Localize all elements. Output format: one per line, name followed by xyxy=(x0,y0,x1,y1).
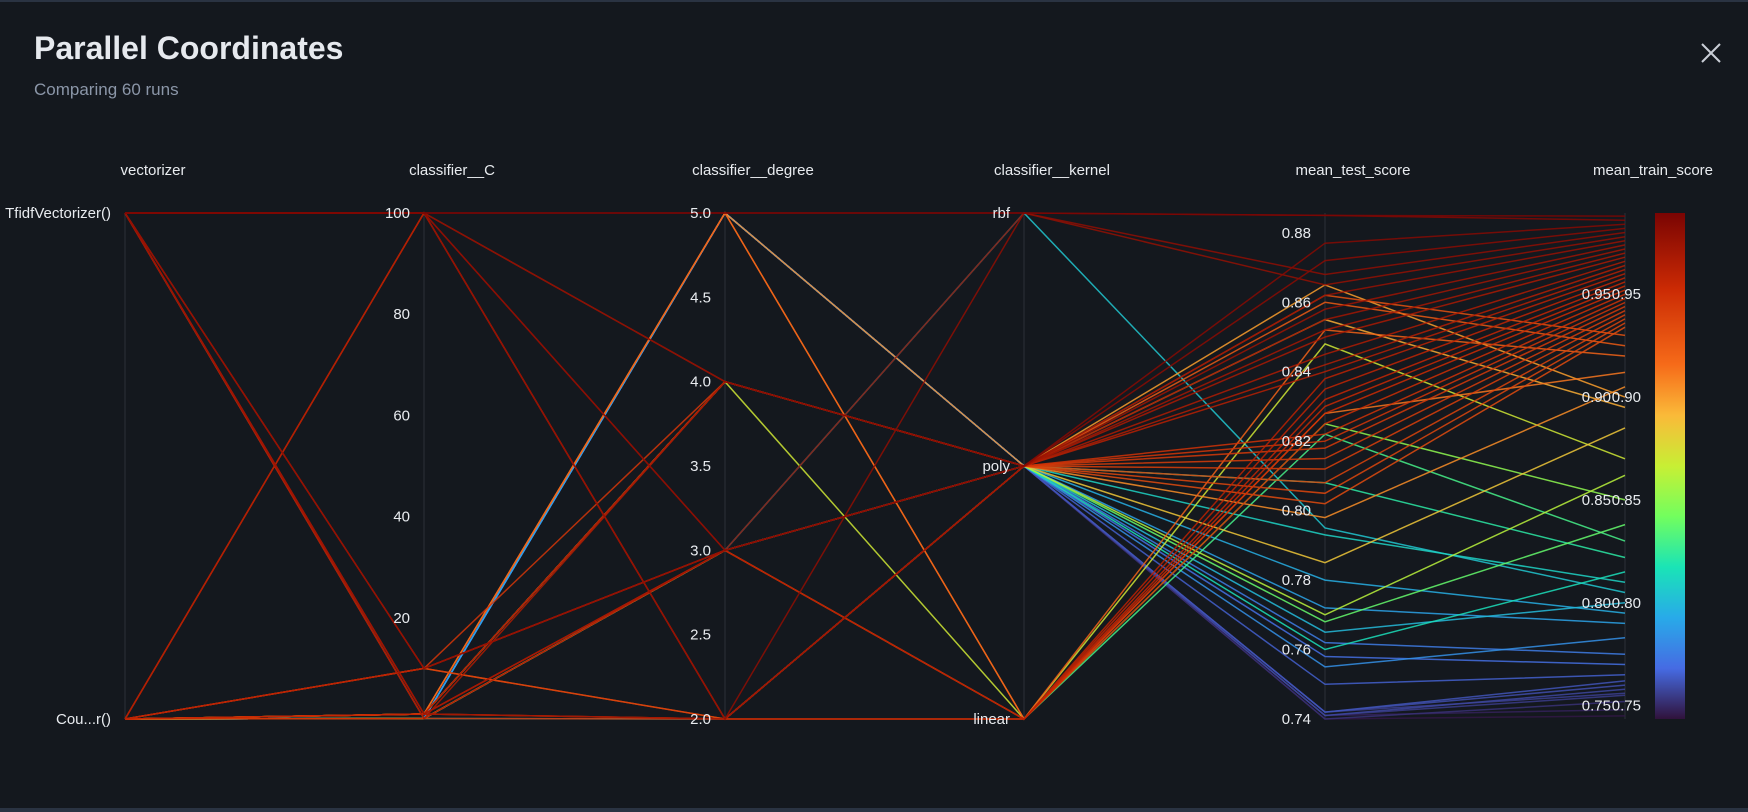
run-line[interactable] xyxy=(124,433,1626,720)
run-line[interactable] xyxy=(124,301,1626,720)
run-line[interactable] xyxy=(124,277,1626,720)
colorbar-tick-label: 0.85 xyxy=(1612,492,1641,509)
run-line[interactable] xyxy=(124,294,1626,720)
backdrop-top-edge xyxy=(0,0,1748,2)
tick-label: 100 xyxy=(385,205,410,222)
run-line[interactable] xyxy=(125,212,1626,221)
tick-label: 4.5 xyxy=(690,289,711,306)
run-line[interactable] xyxy=(124,289,1626,720)
run-line[interactable] xyxy=(124,212,1626,716)
run-line[interactable] xyxy=(124,293,1626,720)
tick-label: TfidfVectorizer() xyxy=(5,205,111,222)
tick-label: 0.74 xyxy=(1282,711,1311,728)
run-line[interactable] xyxy=(125,212,1626,217)
close-icon xyxy=(1701,43,1721,63)
tick-label: 60 xyxy=(393,407,410,424)
tick-label: Cou...r() xyxy=(56,711,111,728)
tick-label: 0.95 xyxy=(1582,286,1611,303)
run-lines xyxy=(124,211,1626,721)
tick-label: 2.0 xyxy=(690,711,711,728)
tick-label: 0.78 xyxy=(1282,572,1311,589)
modal-subtitle: Comparing 60 runs xyxy=(34,80,179,99)
tick-label: 4.0 xyxy=(690,374,711,391)
axis-title-mean_test_score[interactable]: mean_test_score xyxy=(1295,162,1410,179)
tick-label: 0.90 xyxy=(1582,389,1611,406)
run-line[interactable] xyxy=(124,285,1626,720)
tick-label: linear xyxy=(973,711,1010,728)
run-line[interactable] xyxy=(124,272,1626,720)
tick-label: 3.0 xyxy=(690,542,711,559)
tick-label: 0.82 xyxy=(1282,433,1311,450)
tick-label: 0.84 xyxy=(1282,364,1311,381)
tick-label: 0.88 xyxy=(1282,225,1311,242)
tick-label: 0.85 xyxy=(1582,492,1611,509)
tick-label: 40 xyxy=(393,509,410,526)
tick-label: rbf xyxy=(992,205,1010,222)
tick-label: 20 xyxy=(393,610,410,627)
run-line[interactable] xyxy=(124,281,1626,720)
tick-label: 0.86 xyxy=(1282,294,1311,311)
tick-label: 3.5 xyxy=(690,458,711,475)
tick-label: 0.75 xyxy=(1582,698,1611,715)
modal-title: Parallel Coordinates xyxy=(34,30,344,66)
axis-title-mean_train_score[interactable]: mean_train_score xyxy=(1593,162,1713,179)
colorbar-tick-label: 0.90 xyxy=(1612,389,1641,406)
run-line[interactable] xyxy=(124,212,1626,720)
tick-label: 2.5 xyxy=(690,627,711,644)
run-line[interactable] xyxy=(124,212,1626,716)
colorbar-tick-label: 0.75 xyxy=(1612,698,1641,715)
tick-label: 0.80 xyxy=(1282,503,1311,520)
axis-title-classifier__kernel[interactable]: classifier__kernel xyxy=(994,162,1110,179)
run-line[interactable] xyxy=(125,212,1626,721)
tick-label: 0.76 xyxy=(1282,642,1311,659)
backdrop-bottom-edge xyxy=(0,808,1748,812)
run-line[interactable] xyxy=(124,212,1626,716)
colorbar-tick-label: 0.95 xyxy=(1612,286,1641,303)
run-line[interactable] xyxy=(124,212,1626,670)
close-button[interactable] xyxy=(1694,36,1728,70)
axis-title-vectorizer[interactable]: vectorizer xyxy=(120,162,185,179)
tick-label: 0.80 xyxy=(1582,595,1611,612)
tick-label: 80 xyxy=(393,306,410,323)
tick-label: 5.0 xyxy=(690,205,711,222)
axis-title-classifier__C[interactable]: classifier__C xyxy=(409,162,495,179)
axis-title-classifier__degree[interactable]: classifier__degree xyxy=(692,162,814,179)
run-line[interactable] xyxy=(124,212,1626,670)
colorbar xyxy=(1655,213,1685,719)
tick-label: poly xyxy=(982,458,1010,475)
colorbar-tick-label: 0.80 xyxy=(1612,595,1641,612)
